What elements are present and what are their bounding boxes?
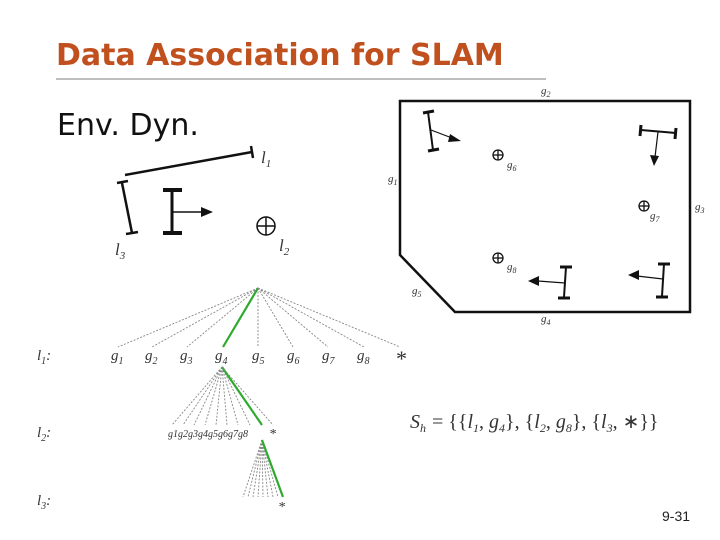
tree-level-label-2: l2:	[37, 425, 51, 444]
tree-level-label-1: l1:	[37, 348, 51, 367]
tree-level3-null: *	[278, 500, 285, 515]
slide-subtitle: Env. Dyn.	[57, 108, 199, 143]
tree-edge-l1-l2-4	[204, 366, 223, 426]
tree-edge-root-l1-3	[186, 287, 259, 348]
slide-number: 9-31	[662, 508, 691, 524]
tree-level-label-3: l3:	[37, 493, 51, 512]
svg-text:g7: g7	[322, 348, 336, 367]
hypothesis-formula: Sh= {{l1, g4}, {l2, g8}, {l3, ∗}}	[410, 411, 659, 435]
svg-text:g1: g1	[388, 173, 398, 187]
svg-text:l1: l1	[261, 148, 271, 170]
svg-text:g4: g4	[215, 348, 228, 367]
svg-text:l3: l3	[115, 240, 126, 262]
svg-text:g8: g8	[357, 348, 370, 367]
tree-edge-root-l1-4	[222, 287, 259, 348]
target-g8-icon	[492, 252, 504, 264]
landmark-l3-line	[120, 182, 134, 234]
svg-text:g1: g1	[111, 348, 124, 367]
tree-edge-l2-l3-1	[242, 439, 263, 498]
tree-edge-root-l1-8	[257, 287, 365, 348]
svg-text:g6: g6	[507, 159, 517, 173]
target-g7-icon	[638, 200, 650, 212]
tree-level2-null: *	[269, 427, 276, 442]
tree-edge-l2-l3-6	[261, 439, 269, 498]
svg-text:g7: g7	[650, 210, 661, 224]
tree-edge-root-l1-9	[257, 287, 401, 348]
tree-edge-l2-l3-3	[252, 439, 263, 498]
svg-text:g3: g3	[180, 348, 193, 367]
target-g6-icon	[492, 149, 504, 161]
tree-edge-l1-l2-9	[221, 366, 263, 426]
environment-sketch: l1 l2 l3	[115, 145, 290, 262]
robot-pose-1-icon	[422, 109, 461, 153]
robot-pose-3-icon	[528, 265, 572, 300]
svg-text:l2: l2	[279, 236, 290, 258]
interpretation-tree	[117, 287, 401, 498]
svg-text:g5: g5	[252, 348, 265, 367]
landmark-l1-line	[124, 150, 253, 177]
svg-text:g3: g3	[695, 201, 705, 215]
svg-text:g4: g4	[541, 313, 551, 327]
robot-pose-4-icon	[628, 262, 670, 299]
svg-text:*: *	[395, 346, 406, 371]
title-divider	[56, 78, 546, 80]
tree-edge-l1-l2-3	[193, 366, 223, 426]
svg-text:g8: g8	[507, 261, 517, 275]
tree-edge-root-l1-2	[151, 287, 259, 348]
tree-level1-labels: g1 g2 g3 g4 g5 g6 g7 g8 *	[111, 346, 406, 371]
svg-text:g2: g2	[541, 85, 551, 99]
tree-edge-root-l1-1	[117, 287, 259, 348]
tree-edge-root-l1-7	[257, 287, 329, 348]
tree-edge-l2-l3-8	[261, 439, 279, 498]
tree-edge-l1-l2-7	[221, 366, 239, 426]
tree-edge-l1-l2-6	[221, 366, 228, 426]
svg-text:g2: g2	[145, 348, 158, 367]
tree-edge-l2-l3-9	[260, 439, 285, 498]
tree-edge-l1-l2-10	[221, 366, 274, 426]
robot-pose-2-icon	[638, 124, 678, 166]
svg-text:g6: g6	[287, 348, 300, 367]
tree-edge-root-l1-6	[257, 287, 294, 348]
tree-edge-l2-l3-7	[261, 439, 274, 498]
map-boundary	[398, 99, 692, 314]
tree-edge-l2-l3-4	[257, 439, 263, 498]
tree-edge-l1-l2-2	[182, 366, 223, 426]
map-figure: g2 g1 g3 g4 g5 g6 g7 g8	[388, 85, 705, 327]
tree-edge-l1-l2-5	[215, 366, 223, 426]
tree-edge-l1-l2-1	[171, 366, 223, 426]
tree-edge-l2-l3-5	[261, 439, 264, 498]
tree-level2-labels: g1g2g3g4g5g6g7g8	[168, 429, 248, 440]
slide-title: Data Association for SLAM	[56, 38, 504, 73]
tree-edge-l2-l3-2	[247, 439, 263, 498]
svg-text:g5: g5	[412, 285, 422, 299]
tree-edge-l1-l2-8	[221, 366, 251, 426]
